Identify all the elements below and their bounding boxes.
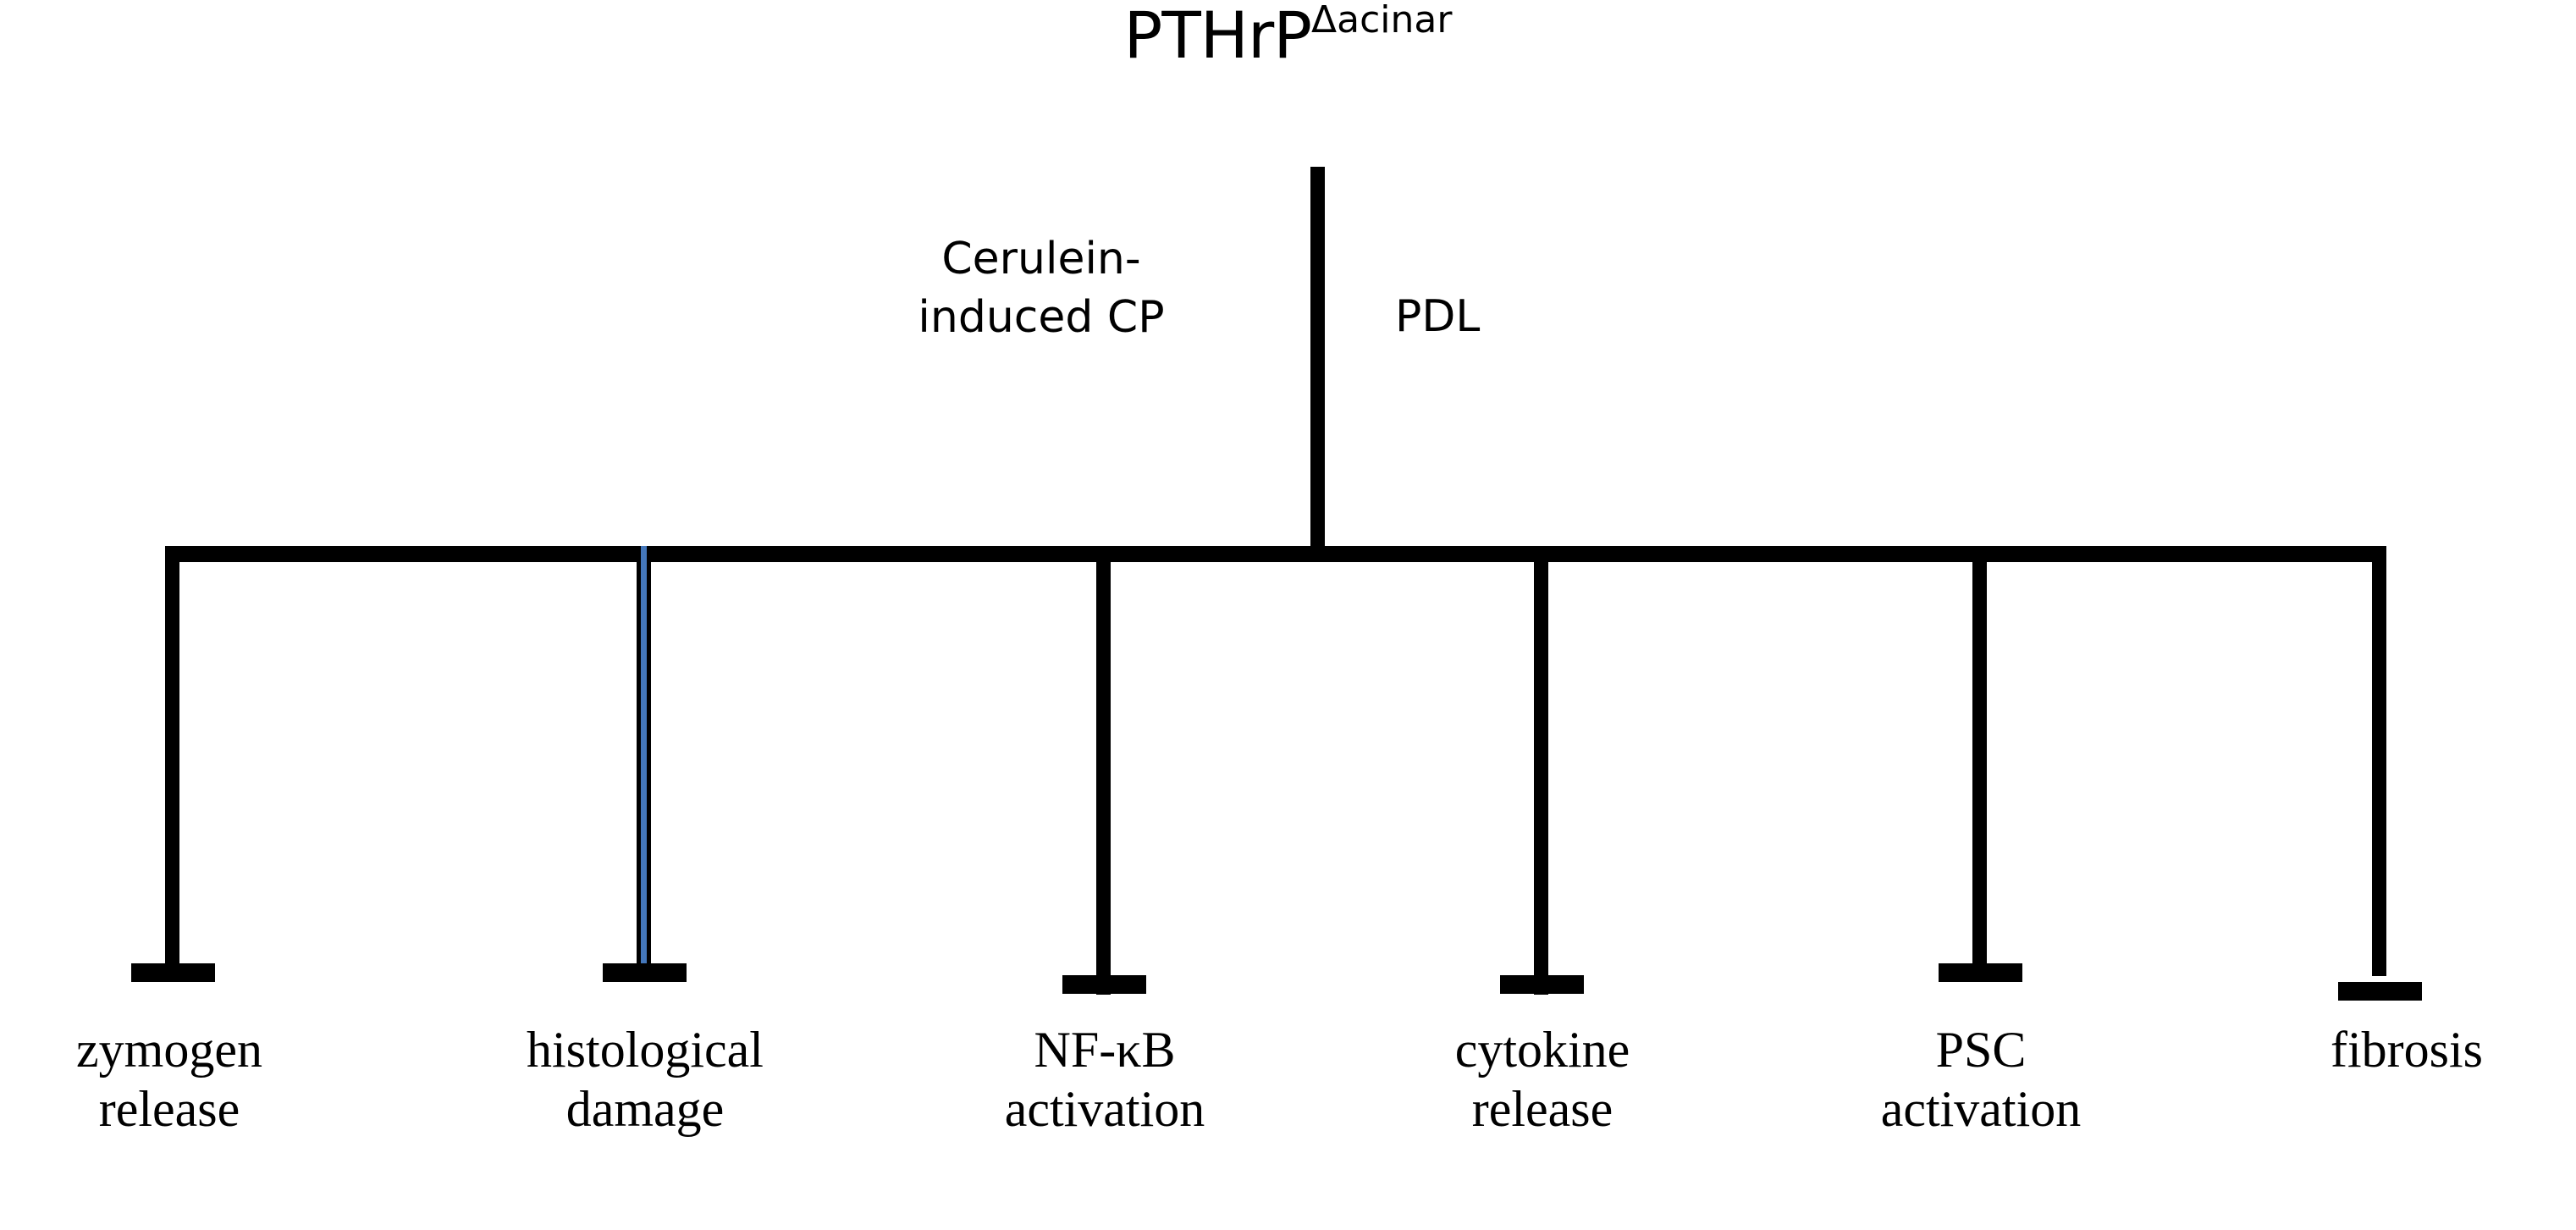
branch-line-psc-activation <box>1972 546 1987 982</box>
inhibition-bar-cytokine-release <box>1500 975 1584 994</box>
inhibition-bar-fibrosis <box>2338 982 2422 1001</box>
inhibition-bar-histological-damage <box>603 963 687 982</box>
condition-label-cerulein: Cerulein- induced CP <box>918 234 1165 343</box>
branch-line-fibrosis <box>2372 546 2386 976</box>
outcome-label-nfkb-activation: NF-κB activation <box>1004 1022 1205 1138</box>
page-title: PTHrPΔacinar <box>0 2 2576 68</box>
inhibition-bar-zymogen-release <box>131 963 215 982</box>
branch-line-nfkb-activation <box>1096 561 1111 995</box>
condition-label-pdl: PDL <box>1395 291 1481 342</box>
inhibition-bar-nfkb-activation <box>1062 975 1146 994</box>
branch-line-cytokine-release <box>1534 546 1548 995</box>
outcome-label-psc-activation: PSC activation <box>1880 1022 2082 1138</box>
outcome-label-fibrosis: fibrosis <box>2331 1022 2483 1078</box>
outcome-label-zymogen-release: zymogen release <box>76 1022 262 1138</box>
root-stem-line <box>1310 167 1325 560</box>
highlight-overlay-histological-damage <box>641 546 647 974</box>
outcome-label-cytokine-release: cytokine release <box>1454 1022 1630 1138</box>
distribution-bar <box>165 546 2386 562</box>
title-main: PTHrP <box>1123 0 1312 73</box>
branch-line-zymogen-release <box>165 546 179 982</box>
title-superscript: Δacinar <box>1311 0 1453 41</box>
inhibition-bar-psc-activation <box>1939 963 2022 982</box>
outcome-label-histological-damage: histological damage <box>527 1022 764 1138</box>
